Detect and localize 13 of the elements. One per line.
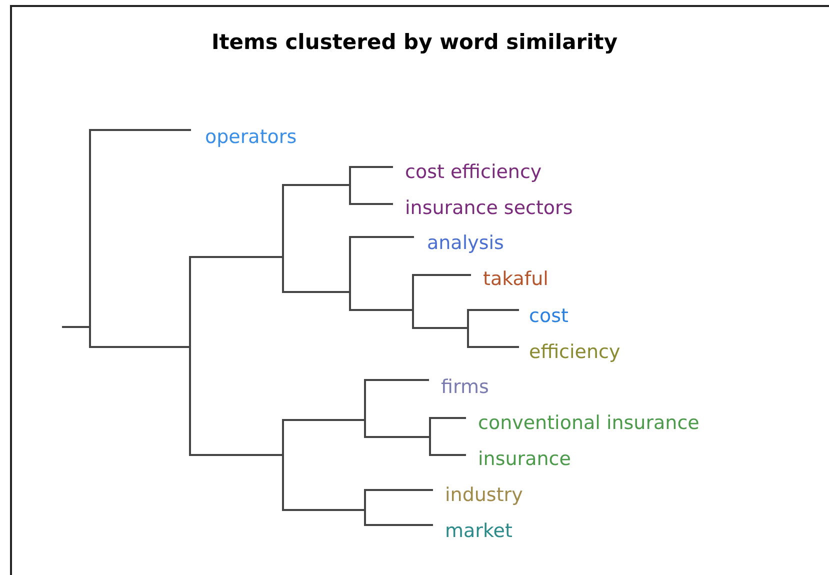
- leaf-label: market: [445, 520, 512, 542]
- leaf-label: insurance: [478, 448, 571, 470]
- leaf-label: conventional insurance: [478, 412, 700, 434]
- leaf-label: industry: [445, 484, 523, 506]
- leaf-label: firms: [441, 376, 489, 398]
- leaf-label: analysis: [427, 232, 504, 254]
- leaf-label: cost efficiency: [405, 161, 542, 183]
- leaf-label: operators: [205, 126, 297, 148]
- leaf-label: takaful: [483, 268, 548, 290]
- leaf-label: cost: [529, 305, 568, 327]
- leaf-label: insurance sectors: [405, 197, 573, 219]
- leaf-label: efficiency: [529, 341, 620, 363]
- diagram-title: Items clustered by word similarity: [210, 30, 619, 54]
